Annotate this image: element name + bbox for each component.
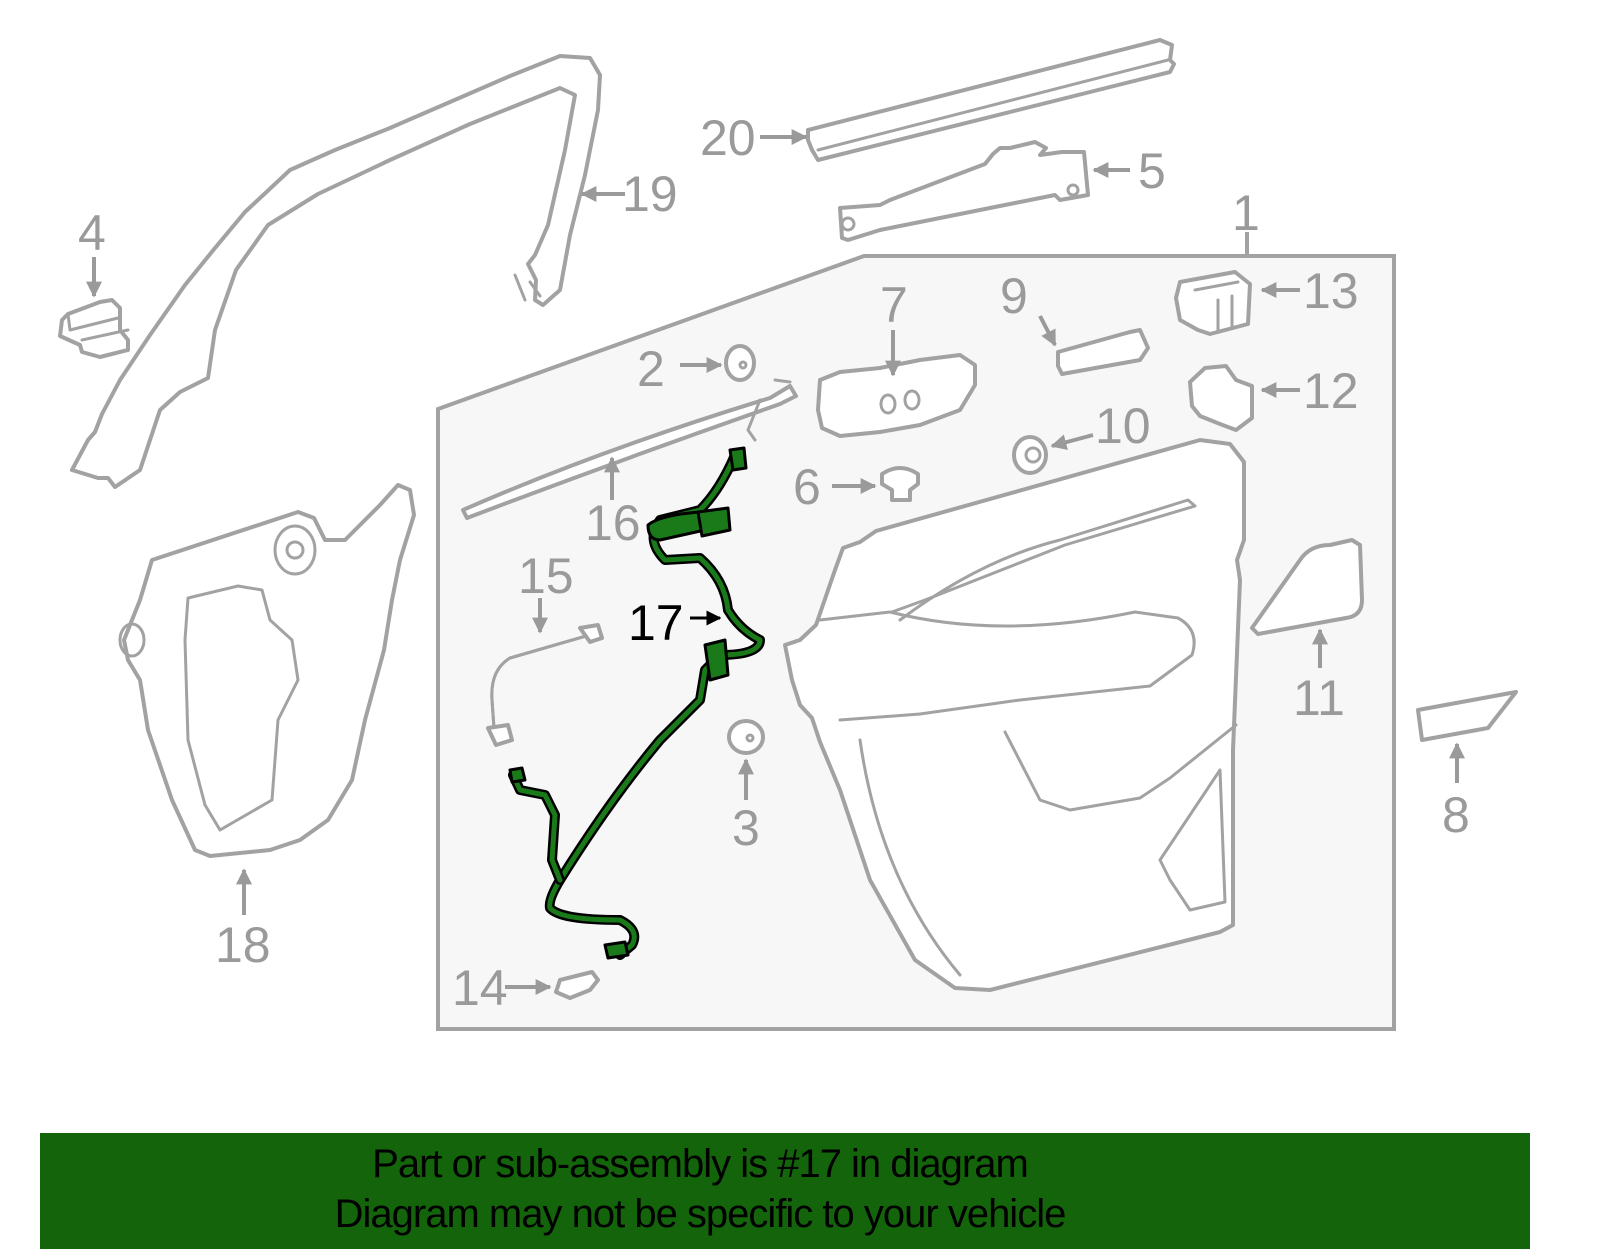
callout-15: 15	[518, 548, 574, 604]
part-18-water-deflector[interactable]: 18	[118, 483, 416, 973]
part-11-trim-cover[interactable]: 11	[1250, 538, 1364, 726]
callout-9: 9	[1000, 268, 1028, 324]
callout-17: 17	[628, 595, 684, 651]
callout-18: 18	[215, 917, 271, 973]
part-6-plug[interactable]: 6	[793, 459, 920, 515]
part-9-trim[interactable]: 9	[1000, 268, 1150, 376]
part-10-grommet[interactable]: 10	[1012, 398, 1151, 475]
callout-1: 1	[1232, 185, 1260, 241]
callout-8: 8	[1442, 787, 1470, 843]
part-14-clip[interactable]: 14	[452, 960, 600, 1016]
part-7-door-handle[interactable]: 7	[816, 277, 977, 438]
part-info-banner: Part or sub-assembly is #17 in diagram D…	[40, 1133, 1530, 1249]
callout-3: 3	[732, 800, 760, 856]
part-3-push-pin[interactable]: 3	[727, 719, 765, 856]
part-4-clip[interactable]: 4	[58, 205, 130, 359]
callout-11: 11	[1293, 670, 1345, 726]
callout-5: 5	[1138, 143, 1166, 199]
callout-16: 16	[585, 495, 641, 551]
callout-10: 10	[1095, 398, 1151, 454]
part-8-applique[interactable]: 8	[1416, 690, 1518, 843]
banner-disclaimer-text: Diagram may not be specific to your vehi…	[334, 1192, 1067, 1236]
banner-part-text: Part or sub-assembly is #17 in diagram	[372, 1142, 1029, 1186]
callout-6: 6	[793, 459, 821, 515]
callout-12: 12	[1303, 363, 1359, 419]
part-15-cable[interactable]: 15	[486, 548, 604, 747]
callout-14: 14	[452, 960, 508, 1016]
callout-13: 13	[1303, 263, 1359, 319]
callout-2: 2	[637, 341, 665, 397]
part-19-frame-molding[interactable]: 19	[70, 54, 678, 489]
callout-19: 19	[622, 166, 678, 222]
door-trim-panel[interactable]	[783, 438, 1246, 992]
part-13-switch-bezel[interactable]: 13	[1174, 263, 1359, 336]
part-5-bracket[interactable]: 5	[838, 140, 1166, 242]
callout-7: 7	[880, 277, 908, 333]
part-2-push-pin[interactable]: 2	[637, 341, 756, 397]
part-16-sealing-strip[interactable]: 16	[461, 378, 798, 551]
part-12-window-switch[interactable]: 12	[1188, 363, 1359, 432]
part-20-belt-molding[interactable]: 20	[700, 38, 1176, 166]
callout-4: 4	[78, 205, 106, 261]
callout-20: 20	[700, 110, 756, 166]
part-17-wiring-harness[interactable]: 17	[508, 446, 765, 960]
